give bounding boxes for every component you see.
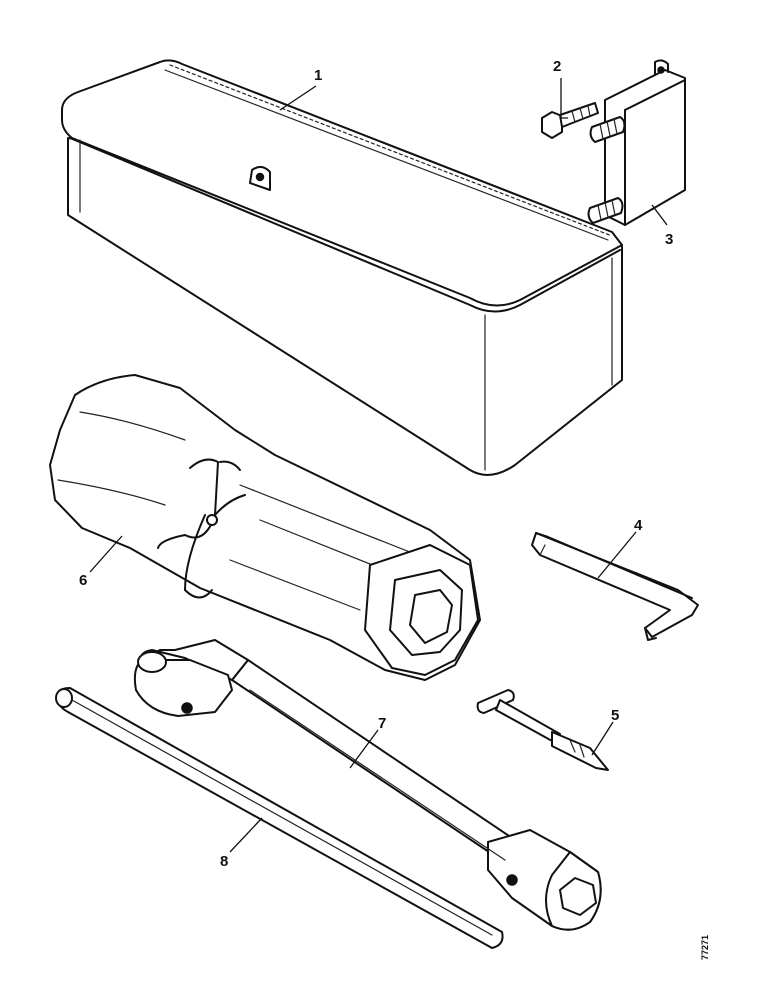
- hex-key: [531, 532, 699, 641]
- figure-reference: 77271: [700, 935, 710, 960]
- leader-3: [651, 204, 668, 226]
- leader-1: [279, 85, 317, 111]
- stud-lower: [587, 197, 624, 224]
- leader-6: [89, 535, 123, 573]
- callout-1: 1: [314, 67, 322, 84]
- leader-5: [591, 721, 614, 756]
- tool-box: [61, 59, 623, 476]
- callout-2: 2: [553, 58, 561, 75]
- tool-roll: [49, 374, 481, 681]
- leader-2: [560, 78, 568, 119]
- callout-6: 6: [79, 572, 87, 589]
- callout-7: 7: [378, 715, 386, 732]
- box-spanner: [133, 639, 602, 931]
- tommy-bar: [55, 687, 504, 949]
- callout-4: 4: [634, 517, 643, 534]
- leader-4: [597, 531, 637, 579]
- callout-3: 3: [665, 231, 673, 248]
- callout-8: 8: [220, 853, 228, 870]
- tool-box-hinge: [169, 64, 613, 237]
- leader-8: [229, 817, 263, 853]
- tool-box-lid-skirt: [69, 137, 621, 313]
- tool-box-lid: [61, 59, 623, 307]
- bolt: [541, 102, 599, 139]
- stud-upper: [589, 116, 626, 143]
- t-handle-key: [476, 689, 609, 771]
- tool-box-hasp: [249, 166, 271, 191]
- callout-5: 5: [611, 707, 619, 724]
- leader-7: [349, 729, 379, 769]
